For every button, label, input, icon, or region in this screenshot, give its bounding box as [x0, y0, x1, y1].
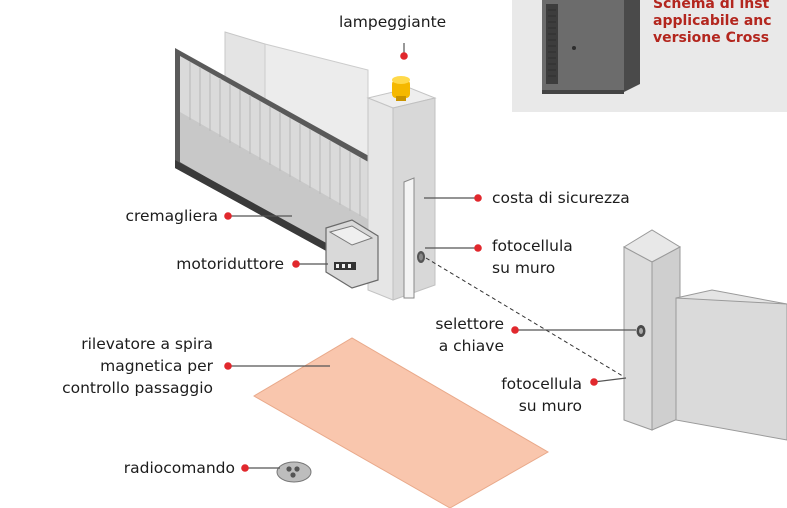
- label-key-selector-2: a chiave: [438, 337, 504, 355]
- leader-lines: [228, 43, 636, 469]
- inset-panel: [512, 0, 787, 112]
- inset-text-line-1: Schema di inst: [653, 0, 770, 12]
- label-key-selector-1: selettore: [435, 315, 504, 333]
- inset-text-line-2: applicabile anc: [653, 13, 772, 29]
- callout-dots: [224, 52, 598, 472]
- remote-control-icon: [276, 461, 312, 483]
- label-photocell-gate-2: su muro: [492, 259, 556, 277]
- label-rack: cremagliera: [125, 207, 218, 225]
- gearmotor-icon: [325, 219, 379, 289]
- control-cabinet-icon: [542, 0, 640, 94]
- flashing-beacon-icon: [392, 76, 410, 101]
- key-selector-icon: [636, 325, 646, 337]
- inset-text-line-3: versione Cross: [653, 30, 770, 46]
- label-photocell-wall-1: fotocellula: [501, 375, 582, 393]
- label-beacon: lampeggiante: [339, 13, 447, 31]
- photocell-beam: [425, 257, 627, 379]
- safety-edge: [403, 177, 415, 299]
- label-loop-2: magnetica per: [100, 357, 213, 375]
- label-loop-1: rilevatore a spira: [81, 335, 213, 353]
- label-remote: radiocomando: [123, 459, 235, 477]
- right-pillar: [622, 229, 682, 431]
- magnetic-loop-area: [253, 337, 550, 508]
- label-safety-edge: costa di sicurezza: [492, 189, 630, 207]
- right-wall: [675, 289, 787, 441]
- label-photocell-wall-2: su muro: [518, 397, 582, 415]
- label-photocell-gate-1: fotocellula: [492, 237, 573, 255]
- photocell-gate-icon: [417, 251, 425, 263]
- label-loop-3: controllo passaggio: [62, 379, 213, 397]
- label-gearmotor: motoriduttore: [176, 255, 284, 273]
